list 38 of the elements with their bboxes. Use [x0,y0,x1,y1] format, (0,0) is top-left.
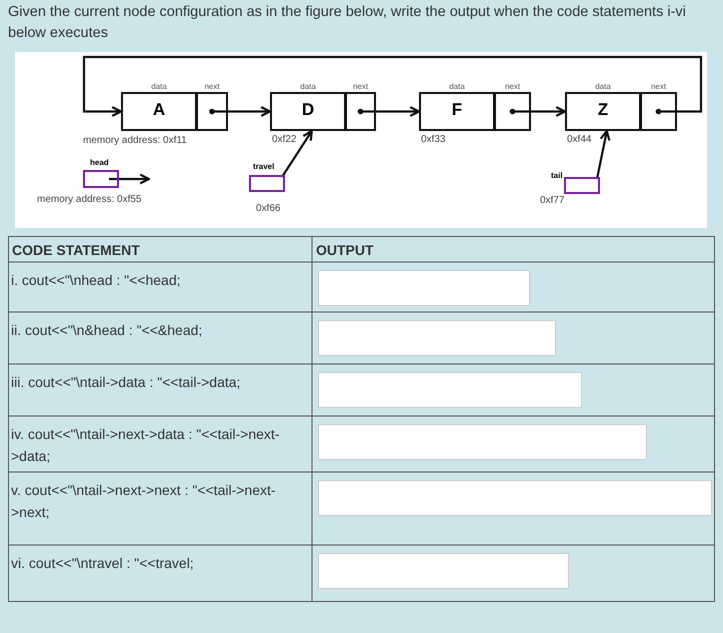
field-heading: next [352,82,370,91]
node-value: D [300,100,316,120]
memory-address: 0xf22 [272,134,296,145]
arrow [109,174,150,184]
pointer-name: head [90,158,109,167]
node-value: A [152,100,166,120]
arrow [360,106,420,117]
memory-address: 0xf44 [567,134,592,145]
memory-address: 0xf66 [256,203,280,214]
arrow [212,106,272,117]
title-text: Given the current node configuration as in the figure below, write the output when the code statements i-vi below executes [8,3,687,43]
field-heading: next [504,82,522,91]
code-statement: ii. cout<<"\n&head : "<<&head; [11,321,204,340]
arrow [596,130,610,180]
pointer-name: tail [551,171,563,180]
code-statement: v. cout<<"\ntail->next->next : "<<tail->next->next; [11,481,277,522]
memory-address: 0xf33 [421,134,446,145]
column-header: OUTPUT [316,242,374,258]
arrow [82,56,702,117]
code-statement: vi. cout<<"\ntravel : "<<travel; [11,554,195,573]
field-heading: data [594,82,612,91]
memory-address: 0xf77 [540,195,564,206]
node-value: F [450,100,464,120]
field-heading: data [299,82,317,91]
memory-address: memory address: 0xf55 [37,194,142,205]
code-statement: i. cout<<"\nhead : "<<head; [11,271,182,290]
node-value: Z [596,100,610,120]
field-heading: data [150,82,168,91]
arrow [281,130,313,178]
field-heading: next [203,82,221,91]
column-header: CODE STATEMENT [12,242,140,258]
code-statement: iv. cout<<"\ntail->next->data : "<<tail->next->data; [11,425,280,466]
pointer-name: travel [253,162,274,171]
code-statement: iii. cout<<"\ntail->data : "<<tail->data; [11,373,242,392]
field-heading: next [650,82,668,91]
memory-address: memory address: 0xf11 [83,135,187,146]
arrow [512,106,566,117]
field-heading: data [448,82,466,91]
